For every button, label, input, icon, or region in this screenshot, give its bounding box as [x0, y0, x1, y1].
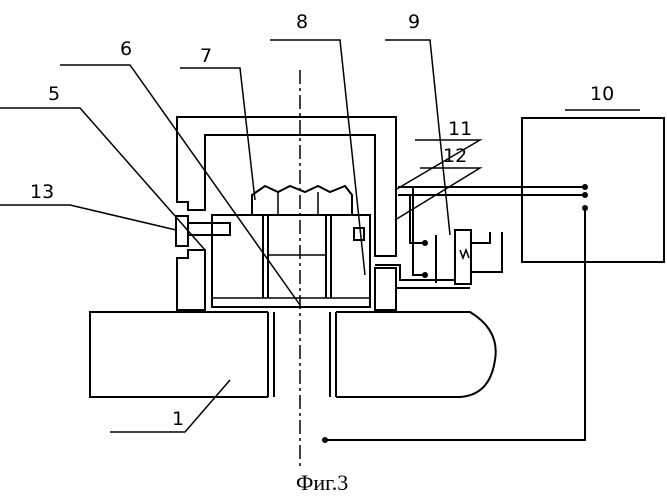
base-plate [90, 310, 496, 399]
label-9: 9 [408, 11, 420, 33]
housing [177, 117, 396, 310]
label-5: 5 [48, 83, 60, 105]
inner-body [212, 186, 370, 307]
label-7: 7 [200, 45, 212, 67]
screw [176, 216, 230, 246]
control-unit [522, 118, 664, 262]
label-6: 6 [120, 38, 132, 60]
label-1: 1 [172, 408, 184, 430]
figure-caption: Фиг.3 [296, 470, 348, 495]
label-10: 10 [590, 83, 614, 105]
label-13: 13 [30, 181, 54, 203]
label-12: 12 [443, 145, 467, 167]
wiring [322, 184, 588, 443]
label-8: 8 [296, 11, 308, 33]
label-11: 11 [448, 118, 472, 140]
